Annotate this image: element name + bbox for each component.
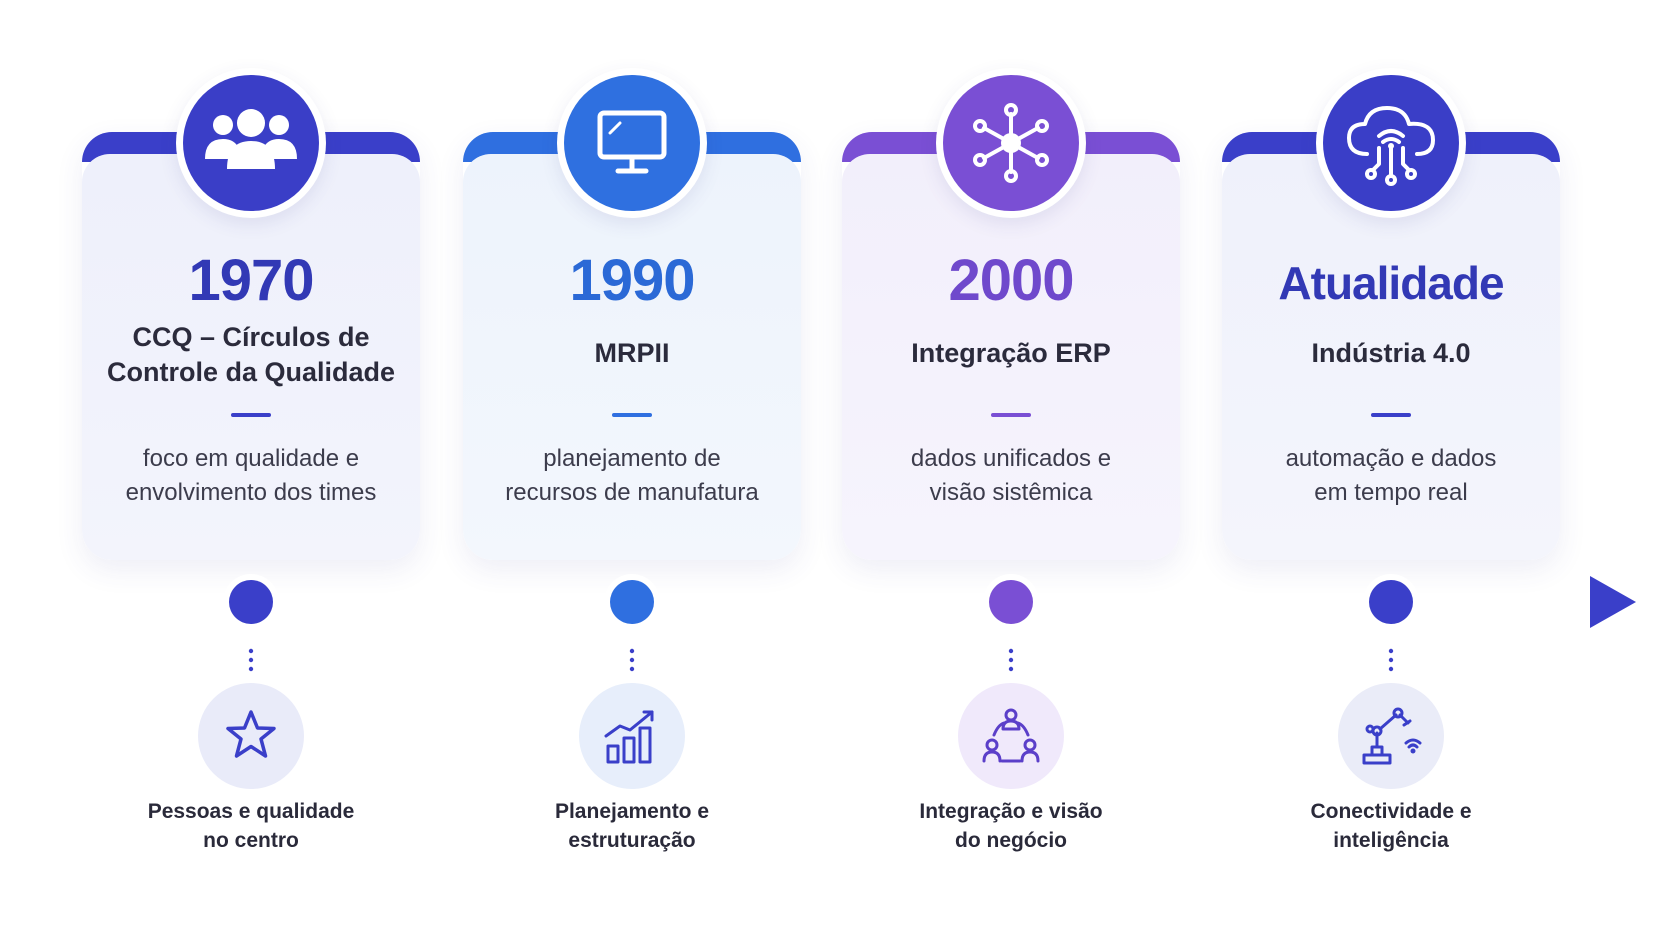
era-description-line: automação e dados [1285,445,1497,472]
era-title-line: CCQ – Círculos de [132,322,370,352]
era-caption: Pessoas e qualidade no centro [101,797,401,855]
timeline-marker-atualidade [1363,574,1419,630]
era-description-line: foco em qualidade e [142,445,360,472]
era-year: Atualidade [1278,257,1504,309]
era-description-line: dados unificados e [910,445,1112,472]
era-caption-line: inteligência [1333,829,1449,852]
era-caption-line: Pessoas e qualidade [147,800,355,823]
era-description-line: envolvimento dos times [125,479,377,506]
era-caption: Conectividade e inteligência [1241,797,1541,855]
timeline-marker-2000 [983,574,1039,630]
computer-monitor-icon [564,75,700,211]
era-description-line: visão sistêmica [929,479,1093,506]
era-caption-line: no centro [203,829,299,852]
era-description: automação e dados em tempo real [1222,442,1560,510]
divider [612,413,652,417]
era-title: Integração ERP [911,338,1111,368]
network-hub-icon [943,75,1079,211]
era-badge-2000 [936,68,1086,218]
timeline-marker-1990 [604,574,660,630]
growth-chart-icon [579,683,685,789]
era-caption-line: Integração e visão [919,800,1103,823]
era-caption: Integração e visão do negócio [861,797,1161,855]
era-description-line: em tempo real [1314,479,1468,506]
divider [231,413,271,417]
dotted-connectors [248,648,1394,672]
era-year: 2000 [948,248,1074,313]
era-title: Indústria 4.0 [1311,338,1471,368]
era-card-1970 [82,132,420,560]
star-icon [198,683,304,789]
connected-people-icon [958,683,1064,789]
era-description: dados unificados e visão sistêmica [842,442,1180,510]
robot-arm-wifi-icon [1338,683,1444,789]
timeline-marker-1970 [223,574,279,630]
era-description-line: planejamento de [543,445,721,472]
card-body [842,154,1180,560]
era-title: CCQ – Círculos de Controle da Qualidade [82,320,420,390]
era-title-line: Controle da Qualidade [106,357,396,387]
divider [1371,413,1411,417]
era-year: 1990 [569,248,695,313]
era-caption-line: do negócio [955,829,1067,852]
era-caption-line: estruturação [568,829,696,852]
era-description-line: recursos de manufatura [505,479,759,506]
era-badge-1990 [557,68,707,218]
cloud-circuit-icon [1323,75,1459,211]
card-body [1222,154,1560,560]
people-group-icon [183,75,319,211]
era-badge-1970 [176,68,326,218]
axis-arrow-head [1590,576,1636,628]
card-body [463,154,801,560]
era-caption: Planejamento e estruturação [482,797,782,855]
era-badge-atualidade [1316,68,1466,218]
era-caption-line: Planejamento e [554,800,710,823]
divider [991,413,1031,417]
era-card-atualidade [1222,132,1560,560]
era-caption-line: Conectividade e [1310,800,1472,823]
era-card-2000 [842,132,1180,560]
era-year: 1970 [188,248,314,313]
era-title: MRPII [594,338,670,368]
era-description: foco em qualidade e envolvimento dos tim… [82,442,420,510]
era-description: planejamento de recursos de manufatura [463,442,801,510]
card-body [82,154,420,560]
